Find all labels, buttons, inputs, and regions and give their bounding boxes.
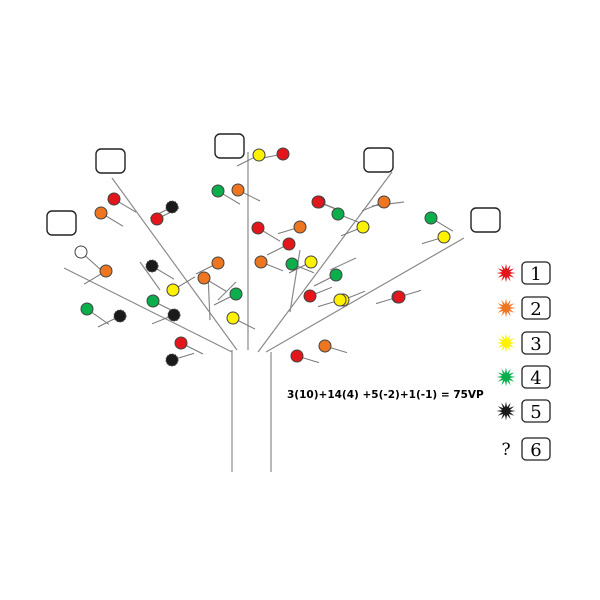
fruit-red (290, 349, 304, 363)
fruit-yellow (226, 311, 240, 325)
legend-entry: 4 (496, 365, 551, 389)
fruit-black (145, 259, 159, 273)
fruit-black (113, 309, 127, 323)
fruit-red (282, 237, 296, 251)
fruit-green (331, 207, 345, 221)
badges (46, 133, 501, 236)
empty-badge (95, 148, 126, 174)
fruit-yellow (356, 220, 370, 234)
question-mark-symbol: ? (501, 440, 510, 460)
fruit-yellow (333, 293, 347, 307)
fruit-orange (231, 183, 245, 197)
legend-box (521, 331, 551, 355)
fruit-red (311, 195, 325, 209)
fruit-red (276, 147, 290, 161)
legend-entry: 2 (496, 296, 551, 320)
twig (329, 257, 357, 271)
twig (217, 281, 237, 301)
empty-badge (214, 133, 245, 159)
twig (139, 261, 161, 291)
fruit-orange (197, 271, 211, 285)
twig (289, 249, 301, 313)
fruit-red (174, 336, 188, 350)
fruit-orange (293, 220, 307, 234)
legend-number: 5 (530, 402, 541, 423)
legend-box (521, 365, 551, 389)
fruit-red (107, 192, 121, 206)
starburst-green-icon (496, 367, 516, 387)
legend-number: 1 (530, 264, 541, 285)
fruit-green (229, 287, 243, 301)
legend-number: 2 (530, 299, 541, 320)
starburst-red-icon (496, 263, 516, 283)
fruit-black (165, 200, 179, 214)
fruit-yellow (437, 230, 451, 244)
fruits (74, 147, 451, 367)
branch-far-right (265, 237, 465, 353)
legend-entry: 5 (496, 399, 551, 423)
fruit-green (80, 302, 94, 316)
branch-left (111, 177, 238, 351)
fruit-green (146, 294, 160, 308)
fruit-green (329, 268, 343, 282)
legend-number: 6 (530, 440, 541, 461)
legend-box (521, 399, 551, 423)
fruit-red (150, 212, 164, 226)
starburst-orange-icon (496, 298, 516, 318)
fruit-black (165, 353, 179, 367)
fruit-green (424, 211, 438, 225)
legend-box (521, 261, 551, 285)
score-formula: 3(10)+14(4) +5(-2)+1(-1) = 75VP (287, 389, 484, 401)
empty-badge (363, 147, 394, 173)
fruit-green (285, 257, 299, 271)
legend-number: 3 (530, 334, 541, 355)
empty-badge (46, 210, 77, 236)
empty-badge (470, 207, 501, 233)
fruit-red (392, 290, 406, 304)
fruit-orange (377, 195, 391, 209)
fruit-black (167, 308, 181, 322)
fruit-yellow (252, 148, 266, 162)
fruit-stems (76, 152, 454, 364)
legend-box (521, 437, 551, 461)
legend-entry: 3 (496, 331, 551, 355)
branch-right (257, 171, 393, 353)
legend-entry: ?6 (501, 437, 551, 461)
fruit-yellow (166, 283, 180, 297)
fruit-yellow (304, 255, 318, 269)
fruit-orange (99, 264, 113, 278)
fruit-red (303, 289, 317, 303)
fruit-orange (94, 206, 108, 220)
fruit-green (211, 184, 225, 198)
fruit-white (74, 245, 88, 259)
fruit-orange (318, 339, 332, 353)
legend-entry: 1 (496, 261, 551, 285)
legend-number: 4 (530, 368, 541, 389)
fruit-orange (211, 256, 225, 270)
legend-box (521, 296, 551, 320)
fruit-red (251, 221, 265, 235)
fruit-orange (254, 255, 268, 269)
starburst-yellow-icon (496, 333, 516, 353)
starburst-black-icon (496, 401, 516, 421)
branch-far-left (63, 267, 233, 353)
